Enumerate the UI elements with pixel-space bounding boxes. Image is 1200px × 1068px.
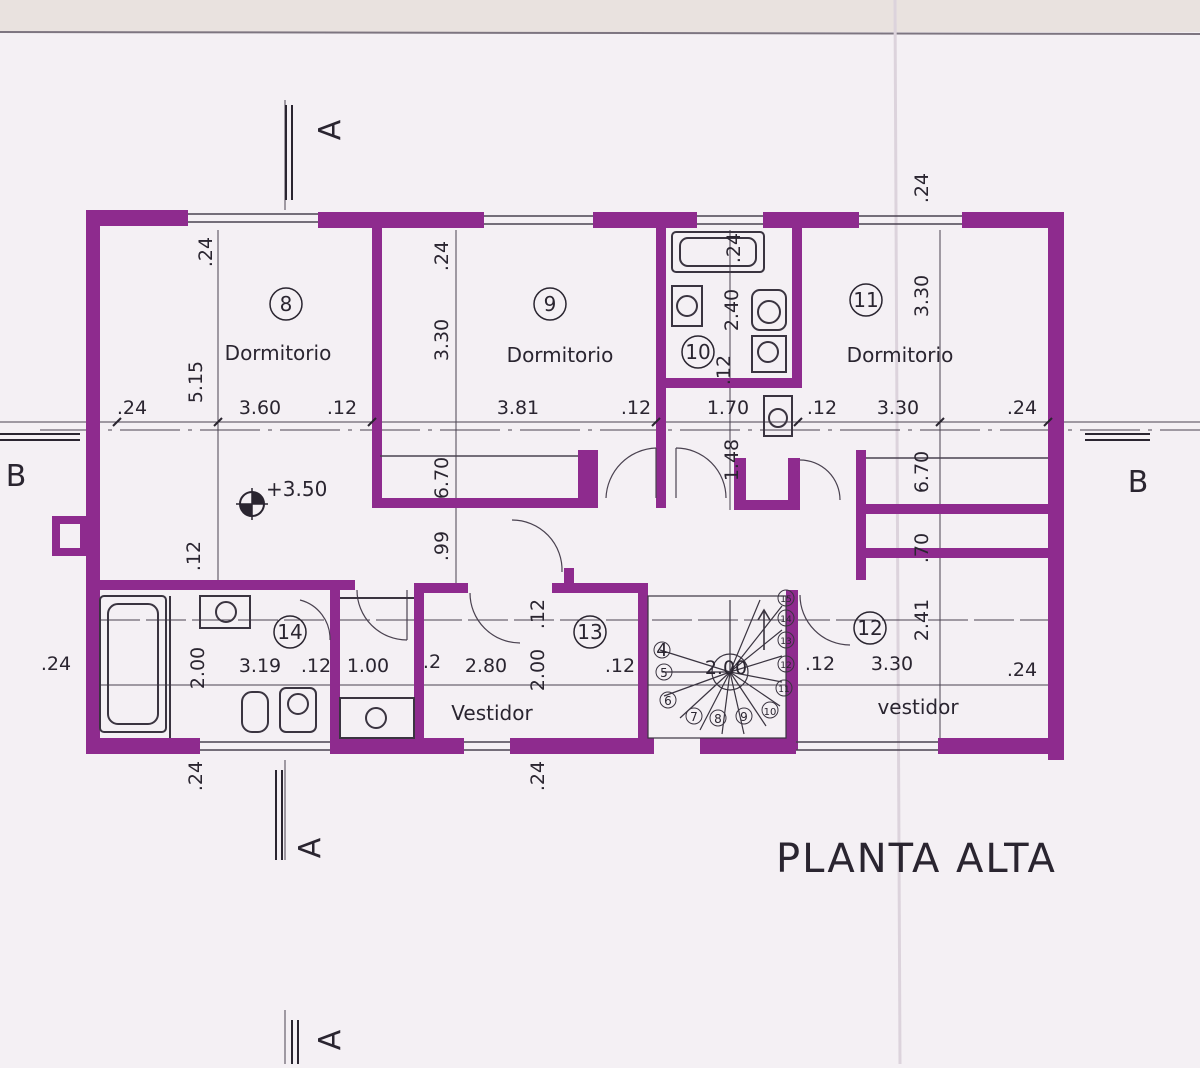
stair-step-11: 11 bbox=[778, 685, 789, 695]
dim-31: .12 bbox=[713, 355, 735, 385]
dim-34: 3.30 bbox=[871, 653, 913, 675]
room-8-name: Dormitorio bbox=[225, 341, 332, 365]
stair-step-14: 14 bbox=[780, 615, 792, 625]
section-mark-a-top: A bbox=[313, 119, 348, 140]
door-swings bbox=[299, 447, 851, 646]
dim-28: 2.80 bbox=[465, 655, 507, 677]
dim-26: 1.00 bbox=[347, 655, 389, 677]
room-14-number: 14 bbox=[277, 620, 302, 644]
room-12-number: 12 bbox=[857, 616, 882, 640]
room-13-number: 13 bbox=[577, 620, 602, 644]
section-marks bbox=[0, 105, 1150, 1064]
dim-18: 1.48 bbox=[721, 439, 743, 481]
section-mark-b-left: B bbox=[6, 459, 27, 494]
dim-38: .24 bbox=[911, 173, 933, 203]
room-11-number: 11 bbox=[853, 288, 878, 312]
stair-step-10: 10 bbox=[764, 707, 777, 718]
room-number-circles bbox=[269, 283, 887, 649]
paper-edge-line bbox=[0, 31, 1200, 35]
dim-23: 2.00 bbox=[187, 647, 209, 689]
paper-fold bbox=[893, 0, 902, 1065]
stair-step-12: 12 bbox=[780, 661, 791, 671]
dim-39: .24 bbox=[185, 761, 207, 791]
room-13-name: Vestidor bbox=[451, 701, 533, 725]
dim-4: .12 bbox=[327, 397, 357, 419]
dim-20: .99 bbox=[431, 531, 453, 561]
dim-15: 3.30 bbox=[877, 397, 919, 419]
dim-19: 6.70 bbox=[911, 451, 933, 493]
stair-step-4: 4 bbox=[656, 640, 667, 661]
room-12-name: vestidor bbox=[877, 695, 959, 719]
stair-step-5: 5 bbox=[660, 666, 668, 680]
dim-37: .70 bbox=[911, 533, 933, 563]
dim-21: .12 bbox=[183, 541, 205, 571]
stair-step-13: 13 bbox=[780, 637, 791, 647]
dim-32: 2.00 bbox=[705, 657, 747, 679]
dim-14: 3.30 bbox=[911, 275, 933, 317]
stair-step-7: 7 bbox=[690, 710, 698, 724]
dim-16: .24 bbox=[1007, 397, 1037, 419]
dim-13: .24 bbox=[723, 233, 745, 263]
dim-5: .24 bbox=[195, 237, 217, 267]
stair-step-15: 15 bbox=[780, 595, 791, 605]
dimension-ticks bbox=[112, 417, 1053, 427]
dim-6: 3.30 bbox=[431, 319, 453, 361]
stair-step-numbers: 4 5 6 7 8 9 10 11 12 13 14 15 bbox=[653, 589, 795, 727]
paper-top-edge bbox=[0, 0, 1200, 32]
dim-12: .12 bbox=[807, 397, 837, 419]
stair-step-8: 8 bbox=[714, 712, 722, 726]
dim-17: 6.70 bbox=[431, 457, 453, 499]
balcony-inner bbox=[60, 524, 80, 548]
stair-step-6: 6 bbox=[664, 694, 672, 708]
room-9-name: Dormitorio bbox=[507, 343, 614, 367]
dim-8: .12 bbox=[621, 397, 651, 419]
walls bbox=[52, 210, 1064, 760]
dim-40: .24 bbox=[527, 761, 549, 791]
section-mark-a-bottom: A bbox=[293, 837, 328, 858]
dim-30: .12 bbox=[605, 655, 635, 677]
dim-33: .12 bbox=[805, 653, 835, 675]
bathroom-fixtures bbox=[99, 231, 793, 739]
room-9-number: 9 bbox=[544, 292, 557, 316]
dim-24: 3.19 bbox=[239, 655, 281, 677]
dim-7: 3.81 bbox=[497, 397, 539, 419]
dim-1: .24 bbox=[117, 397, 147, 419]
room-11-name: Dormitorio bbox=[847, 343, 954, 367]
dim-27: .2 bbox=[423, 651, 441, 673]
dim-41: .12 bbox=[527, 599, 549, 629]
dim-3: 3.60 bbox=[239, 397, 281, 419]
dim-2: 5.15 bbox=[185, 361, 207, 403]
dim-9: .24 bbox=[431, 241, 453, 271]
dimension-labels: .24 3.60 .12 3.81 .12 1.70 .12 3.30 .2 4 … bbox=[41, 173, 1037, 791]
level-marker-icon bbox=[236, 488, 268, 520]
plan-title: PLANTA ALTA bbox=[776, 836, 1057, 882]
section-mark-b-right: B bbox=[1128, 465, 1149, 500]
spiral-staircase bbox=[647, 595, 787, 739]
dim-35: .24 bbox=[1007, 659, 1037, 681]
dim-36: 2.41 bbox=[911, 599, 933, 641]
stair-step-9: 9 bbox=[740, 710, 748, 724]
windows bbox=[188, 213, 1048, 751]
room-8-number: 8 bbox=[280, 292, 293, 316]
dim-25: .12 bbox=[301, 655, 331, 677]
section-mark-a-lower: A bbox=[313, 1029, 348, 1050]
dim-22: .24 bbox=[41, 653, 71, 675]
room-10-number: 10 bbox=[685, 340, 710, 364]
level-value: +3.50 bbox=[266, 477, 327, 501]
axis-lines bbox=[0, 100, 1200, 1064]
dim-29: 2.00 bbox=[527, 649, 549, 691]
dim-10: 2.40 bbox=[721, 289, 743, 331]
dim-11: 1.70 bbox=[707, 397, 749, 419]
